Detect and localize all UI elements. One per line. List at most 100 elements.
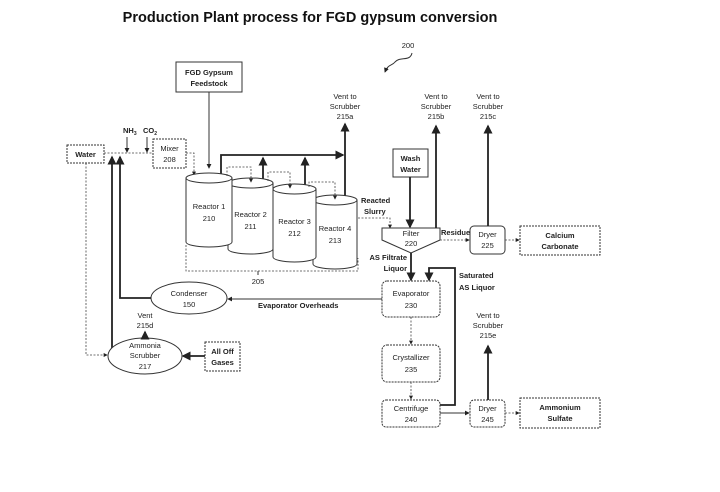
svg-text:208: 208 — [163, 155, 176, 164]
saturated-as-liquor-label: Saturated AS Liquor — [459, 271, 495, 292]
svg-text:Reactor 1: Reactor 1 — [193, 202, 226, 211]
svg-text:Scrubber: Scrubber — [130, 351, 161, 360]
svg-text:240: 240 — [405, 415, 418, 424]
reactor-1: Reactor 1 210 — [185, 172, 233, 248]
svg-text:Filter: Filter — [403, 229, 420, 238]
centrifuge-240: Centrifuge 240 — [381, 399, 441, 428]
svg-text:Evaporator: Evaporator — [393, 289, 430, 298]
svg-text:Vent to: Vent to — [424, 92, 447, 101]
reactor-group-bracket — [185, 245, 359, 272]
water-to-scrubber — [85, 163, 108, 357]
svg-text:Saturated: Saturated — [459, 271, 494, 280]
vent-215b-label: Vent to Scrubber 215b — [421, 92, 452, 121]
condenser-150: Condenser 150 — [150, 281, 228, 315]
svg-text:Reactor 2: Reactor 2 — [234, 210, 267, 219]
reactor-4: Reactor 4 213 — [312, 194, 358, 270]
svg-text:Wash: Wash — [401, 154, 421, 163]
svg-text:212: 212 — [288, 229, 301, 238]
svg-text:Feedstock: Feedstock — [190, 79, 228, 88]
svg-text:Crystallizer: Crystallizer — [392, 353, 430, 362]
as-filtrate-label: AS Filtrate Liquor — [369, 253, 407, 273]
vent-215d-label: Vent 215d — [137, 311, 154, 330]
svg-text:All Off: All Off — [211, 347, 234, 356]
svg-text:Reactor 3: Reactor 3 — [278, 217, 311, 226]
svg-text:217: 217 — [139, 362, 152, 371]
svg-text:AS Liquor: AS Liquor — [459, 283, 495, 292]
dryer-225: Dryer 225 — [469, 225, 506, 255]
all-off-gases-box: All Off Gases — [204, 341, 241, 372]
condensate-return — [115, 155, 151, 299]
svg-text:Dryer: Dryer — [478, 404, 497, 413]
mixer-to-reactor-line — [186, 152, 196, 176]
svg-text:AS Filtrate: AS Filtrate — [369, 253, 407, 262]
calcium-carbonate-box: Calcium Carbonate — [519, 225, 601, 256]
filter-220: Filter 220 — [381, 227, 441, 254]
svg-text:213: 213 — [329, 236, 342, 245]
ammonium-sulfate-box: Ammonium Sulfate — [519, 397, 601, 429]
evaporator-230: Evaporator 230 — [381, 280, 441, 318]
reactor-3: Reactor 3 212 — [272, 183, 317, 263]
svg-text:245: 245 — [481, 415, 494, 424]
evaporator-overheads-label: Evaporator Overheads — [258, 301, 338, 310]
svg-text:Liquor: Liquor — [384, 264, 407, 273]
svg-text:Scrubber: Scrubber — [473, 102, 504, 111]
svg-text:Vent to: Vent to — [333, 92, 356, 101]
svg-text:Reacted: Reacted — [361, 196, 391, 205]
svg-text:210: 210 — [203, 214, 216, 223]
diagram-title: Production Plant process for FGD gypsum … — [123, 10, 498, 26]
svg-text:215d: 215d — [137, 321, 154, 330]
fgd-gypsum-feedstock-box: FGD Gypsum Feedstock — [175, 61, 243, 93]
svg-text:150: 150 — [183, 300, 196, 309]
r3-to-r4-transfer — [308, 181, 337, 200]
reacted-slurry-flow — [358, 217, 392, 229]
svg-text:Mixer: Mixer — [160, 144, 179, 153]
svg-text:Gases: Gases — [211, 358, 234, 367]
svg-text:Ammonia: Ammonia — [129, 341, 162, 350]
svg-text:215c: 215c — [480, 112, 497, 121]
vent-215c-label: Vent to Scrubber 215c — [473, 92, 504, 121]
svg-text:211: 211 — [245, 222, 257, 231]
figure-ref: 200 — [402, 41, 415, 50]
residue-label: Residue — [441, 228, 470, 237]
svg-text:Slurry: Slurry — [364, 207, 387, 216]
vapor-header — [220, 150, 345, 180]
wash-water-box: Wash Water — [392, 148, 429, 178]
svg-text:Scrubber: Scrubber — [473, 321, 504, 330]
svg-text:Centrifuge: Centrifuge — [394, 404, 429, 413]
crystallizer-235: Crystallizer 235 — [381, 344, 441, 383]
svg-text:FGD Gypsum: FGD Gypsum — [185, 68, 233, 77]
dryer-245: Dryer 245 — [469, 399, 506, 428]
svg-text:Water: Water — [75, 150, 96, 159]
vent-215e-label: Vent to Scrubber 215e — [473, 311, 504, 340]
svg-text:Reactor 4: Reactor 4 — [319, 224, 352, 233]
reacted-slurry-label: Reacted Slurry — [361, 196, 391, 216]
saturated-as-liquor-recycle — [424, 267, 456, 406]
svg-text:Water: Water — [400, 165, 421, 174]
nh3-label: NH3 — [123, 126, 137, 137]
svg-text:Vent to: Vent to — [476, 311, 499, 320]
svg-text:Calcium: Calcium — [545, 231, 575, 240]
svg-text:215e: 215e — [480, 331, 497, 340]
reactor-2: Reactor 2 211 — [227, 177, 274, 255]
vent-215a-label: Vent to Scrubber 215a — [330, 92, 361, 121]
svg-text:Dryer: Dryer — [478, 230, 497, 239]
co2-label: CO2 — [143, 126, 157, 137]
figure-ref-arrow — [384, 52, 413, 73]
svg-text:220: 220 — [405, 239, 418, 248]
svg-text:Sulfate: Sulfate — [547, 414, 572, 423]
svg-text:Vent: Vent — [137, 311, 153, 320]
svg-text:Scrubber: Scrubber — [421, 102, 452, 111]
svg-text:Scrubber: Scrubber — [330, 102, 361, 111]
svg-text:215a: 215a — [337, 112, 355, 121]
ammonia-scrubber-217: Ammonia Scrubber 217 — [107, 337, 183, 375]
r2-to-r3-transfer — [267, 171, 292, 189]
reactor-group-label: 205 — [252, 277, 265, 286]
svg-text:Condenser: Condenser — [171, 289, 208, 298]
svg-text:225: 225 — [481, 241, 494, 250]
svg-text:215b: 215b — [428, 112, 445, 121]
svg-text:230: 230 — [405, 301, 418, 310]
mixer-208: Mixer 208 — [152, 138, 187, 169]
svg-text:Ammonium: Ammonium — [539, 403, 581, 412]
svg-text:Carbonate: Carbonate — [541, 242, 578, 251]
r1-to-r2-transfer — [226, 166, 253, 183]
